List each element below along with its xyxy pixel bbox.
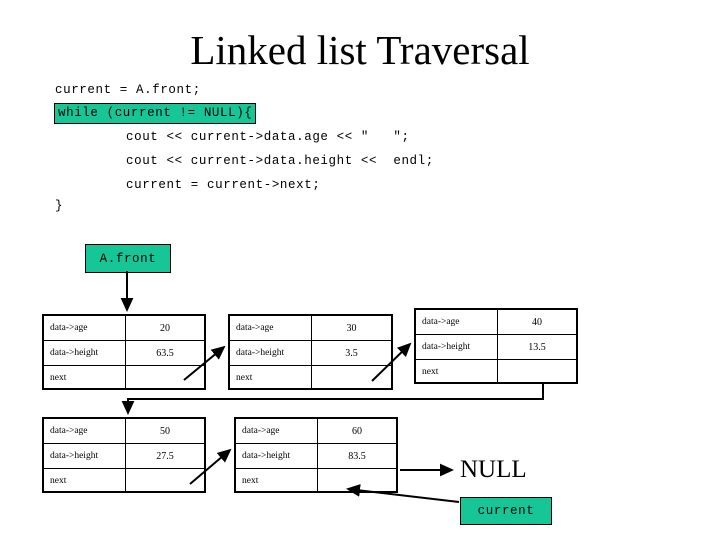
- node-1-age-row: data->age 20: [44, 316, 204, 341]
- front-pointer-box[interactable]: A.front: [85, 244, 171, 273]
- node-2-age-row: data->age 30: [230, 316, 391, 341]
- node-1-age-key: data->age: [44, 316, 127, 340]
- code-line-4: cout << current->data.height << endl;: [126, 154, 434, 168]
- node-1-age-value: 20: [160, 322, 170, 334]
- node-3-age-value: 40: [532, 316, 542, 328]
- node-3-age-key: data->age: [416, 310, 499, 334]
- node-2[interactable]: data->age 30 data->height 3.5 next: [228, 314, 393, 390]
- node-1-next-key: next: [44, 366, 127, 390]
- null-label: NULL: [460, 456, 527, 483]
- node-2-next-key: next: [230, 366, 313, 390]
- node-5-height-value: 83.5: [348, 450, 366, 462]
- node-4-age-row: data->age 50: [44, 419, 204, 444]
- code-line-1: current = A.front;: [55, 83, 201, 97]
- node-4[interactable]: data->age 50 data->height 27.5 next: [42, 417, 206, 493]
- node-4-height-key: data->height: [44, 444, 127, 468]
- node-3-next-value: [498, 360, 576, 384]
- node-3-age-row: data->age 40: [416, 310, 576, 335]
- node-5-next-value: [318, 469, 396, 493]
- node-1-height-row: data->height 63.5: [44, 341, 204, 366]
- node-5-height-row: data->height 83.5: [236, 444, 396, 469]
- node-2-height-value: 3.5: [345, 347, 358, 359]
- node-3-next-key: next: [416, 360, 499, 384]
- node-3-height-value: 13.5: [528, 341, 546, 353]
- node-2-next-row: next: [230, 366, 391, 390]
- front-pointer-label: A.front: [99, 251, 157, 266]
- node-5-height-key: data->height: [236, 444, 319, 468]
- node-5-next-row: next: [236, 469, 396, 493]
- node-4-next-value: [126, 469, 204, 493]
- current-pointer-label: current: [477, 504, 535, 518]
- current-pointer-box[interactable]: current: [460, 497, 552, 525]
- node-3-next-row: next: [416, 360, 576, 384]
- node-5-next-key: next: [236, 469, 319, 493]
- page-title: Linked list Traversal: [190, 27, 530, 73]
- node-2-height-key: data->height: [230, 341, 313, 365]
- node-4-height-value: 27.5: [156, 450, 174, 462]
- node-5-age-key: data->age: [236, 419, 319, 443]
- node-1[interactable]: data->age 20 data->height 63.5 next: [42, 314, 206, 390]
- node-5-age-value: 60: [352, 425, 362, 437]
- node-4-height-row: data->height 27.5: [44, 444, 204, 469]
- node-4-next-key: next: [44, 469, 127, 493]
- node-1-height-value: 63.5: [156, 347, 174, 359]
- node-2-age-key: data->age: [230, 316, 313, 340]
- code-line-6: }: [55, 199, 64, 213]
- node-5-age-row: data->age 60: [236, 419, 396, 444]
- node-4-age-key: data->age: [44, 419, 127, 443]
- node-2-age-value: 30: [346, 322, 357, 334]
- node-4-next-row: next: [44, 469, 204, 493]
- code-line-5: current = current->next;: [126, 178, 321, 192]
- node-5[interactable]: data->age 60 data->height 83.5 next: [234, 417, 398, 493]
- node-1-height-key: data->height: [44, 341, 127, 365]
- node-3-height-key: data->height: [416, 335, 499, 359]
- node-3-height-row: data->height 13.5: [416, 335, 576, 360]
- node-3[interactable]: data->age 40 data->height 13.5 next: [414, 308, 578, 384]
- node-2-height-row: data->height 3.5: [230, 341, 391, 366]
- code-line-2-highlighted: while (current != NULL){: [54, 103, 257, 124]
- node-2-next-value: [312, 366, 391, 390]
- node-1-next-row: next: [44, 366, 204, 390]
- node-1-next-value: [126, 366, 204, 390]
- node-4-age-value: 50: [160, 425, 170, 437]
- code-line-3: cout << current->data.age << " ";: [126, 130, 410, 144]
